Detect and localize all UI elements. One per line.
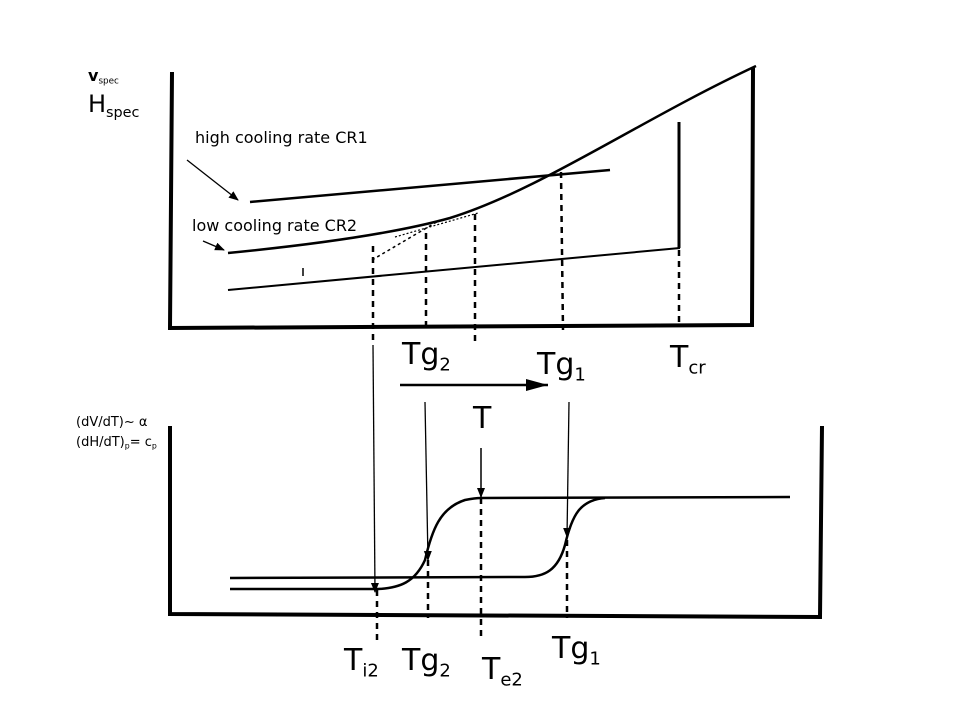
heatcap-step-cr2 [230,495,791,591]
top-tg1-label: Tg1 [537,347,586,386]
bottom-y-axis-label-2: (dH/dT)p= cp [76,435,157,451]
curve-label-high-cooling: high cooling rate CR1 [195,128,368,147]
leader-arrow-cr2 [202,240,225,251]
bottom-tg1-label: Tg1 [552,631,601,670]
leader-arrow-cr1 [186,159,239,201]
glass-line-cr2 [227,247,681,291]
heatcap-step-cr1 [229,496,606,580]
top-y-axis-label-v: vspec [88,66,119,87]
liquid-curve [227,64,757,255]
dashed-verticals [371,171,681,345]
bottom-dashed-verticals [375,498,569,640]
bottom-ti2-label: Ti2 [344,643,379,682]
curve-label-low-cooling: low cooling rate CR2 [192,216,358,235]
temperature-axis-label: T [473,401,492,436]
top-tcr-label: Tcr [670,340,706,379]
top-tg2-label: Tg2 [402,337,451,376]
bottom-panel-curves [229,495,791,591]
bottom-y-axis-label-1: (dV/dT)~ α [76,415,148,430]
glass-line-cr1 [249,168,611,204]
bottom-te2-label: Te2 [482,652,523,691]
dashed-extension [371,219,441,261]
top-panel-frame [167,67,755,331]
connector-arrows [370,344,572,593]
top-y-axis-label-h: Hspec [88,90,140,122]
bottom-panel-frame [168,425,824,620]
bottom-tg2-label: Tg2 [402,643,451,682]
dashed-tg1-top [559,171,565,331]
top-panel-curves [186,64,757,291]
